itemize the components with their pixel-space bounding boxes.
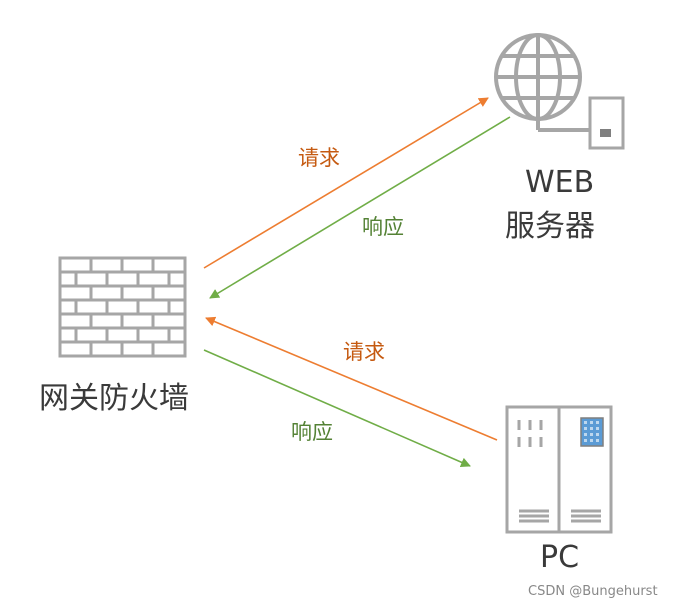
- arrow-request-fw-to-server: [203, 97, 489, 269]
- server-label-line2: 服务器: [505, 209, 595, 244]
- response-label-bottom: 响应: [291, 420, 333, 444]
- arrow-response-server-to-fw: [209, 116, 511, 299]
- firewall-label: 网关防火墙: [39, 381, 189, 416]
- globe-server-icon: [494, 33, 625, 150]
- request-label-top: 请求: [298, 146, 340, 170]
- request-label-bottom: 请求: [343, 340, 385, 364]
- arrow-response-fw-to-pc: [203, 349, 471, 467]
- server-label-line1: WEB: [525, 165, 595, 200]
- arrow-request-pc-to-fw: [205, 316, 498, 441]
- watermark: CSDN @Bungehurst: [528, 584, 658, 599]
- pc-label: PC: [540, 540, 580, 575]
- server-box-icon: [588, 96, 625, 150]
- brick-wall-icon: [58, 256, 187, 358]
- response-label-top: 响应: [362, 215, 404, 239]
- pc-tower-icon: [505, 405, 613, 534]
- globe-icon: [494, 33, 582, 121]
